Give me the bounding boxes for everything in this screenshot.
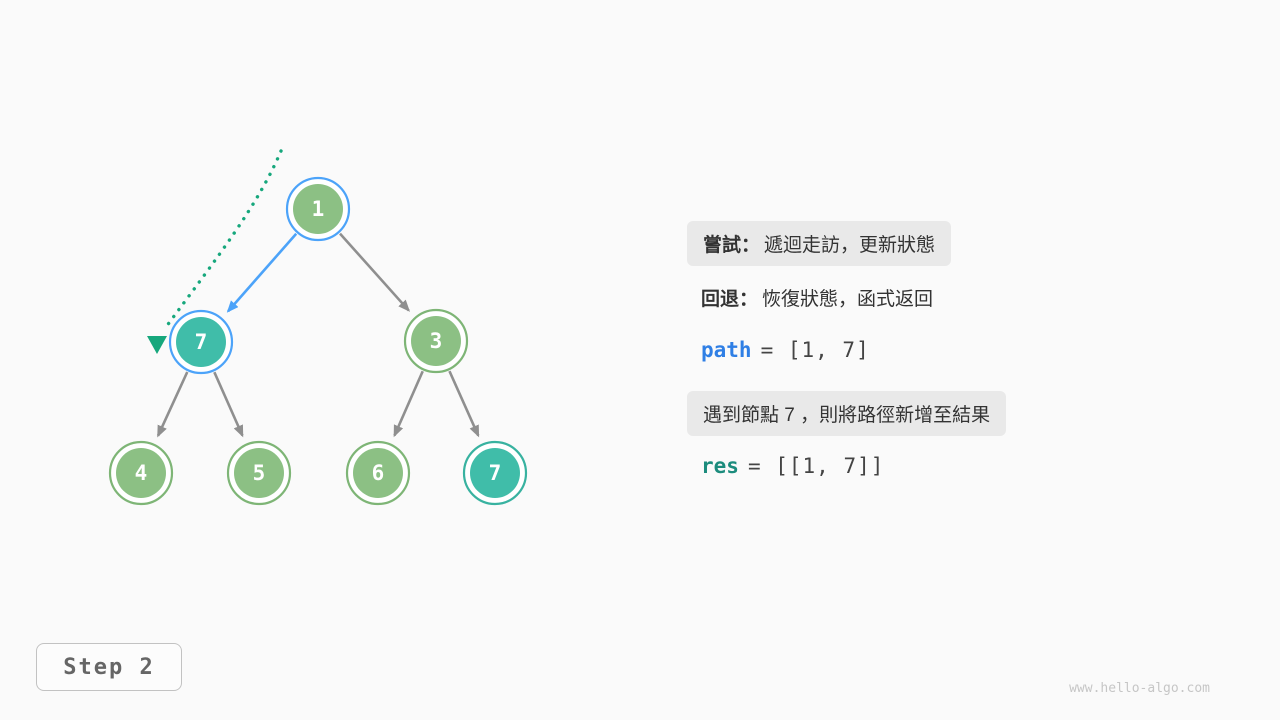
tree-node: 3 bbox=[403, 308, 469, 374]
note-box: 遇到節點 7 ，則將路徑新增至結果 bbox=[687, 391, 1007, 436]
tree-node-label: 7 bbox=[195, 330, 208, 354]
res-value: = [[1, 7]] bbox=[747, 454, 885, 478]
tree-node-label: 3 bbox=[430, 329, 443, 353]
watermark: www.hello-algo.com bbox=[1069, 681, 1210, 696]
tree-edge bbox=[393, 370, 424, 438]
tree-node: 7 bbox=[168, 309, 234, 375]
tree-edge bbox=[213, 371, 244, 438]
tree-node-label: 7 bbox=[489, 461, 502, 485]
trace-dotted-path bbox=[164, 149, 283, 329]
tree-edge bbox=[156, 371, 189, 438]
res-variable: res bbox=[701, 454, 739, 478]
tree-edge bbox=[339, 232, 411, 312]
path-variable: path bbox=[701, 338, 752, 362]
tree-node-label: 6 bbox=[372, 461, 385, 485]
res-line: res = [[1, 7]] bbox=[687, 454, 1127, 478]
back-text: 恢復狀態，函式返回 bbox=[762, 289, 934, 310]
path-line: path = [1, 7] bbox=[687, 338, 1127, 362]
tree-node: 4 bbox=[108, 440, 174, 506]
tree-node: 1 bbox=[285, 176, 351, 242]
back-line: 回退：恢復狀態，函式返回 bbox=[687, 284, 1127, 311]
back-label: 回退： bbox=[701, 289, 759, 310]
try-label: 嘗試： bbox=[703, 235, 761, 256]
trace-arrowhead-icon bbox=[147, 336, 167, 354]
tree-node: 5 bbox=[226, 440, 292, 506]
note-text: 遇到節點 7 ，則將路徑新增至結果 bbox=[703, 405, 991, 426]
info-panel: 嘗試：遞迴走訪，更新狀態 回退：恢復狀態，函式返回 path = [1, 7] 遇… bbox=[687, 221, 1127, 507]
tree-edge bbox=[226, 232, 298, 313]
tree-node-label: 5 bbox=[253, 461, 266, 485]
tree-node-label: 1 bbox=[312, 197, 325, 221]
try-text: 遞迴走訪，更新狀態 bbox=[764, 235, 936, 256]
tree-edge bbox=[448, 370, 480, 438]
path-value: = [1, 7] bbox=[760, 338, 870, 362]
tree-node: 7 bbox=[462, 440, 528, 506]
try-box: 嘗試：遞迴走訪，更新狀態 bbox=[687, 221, 952, 266]
tree-node-label: 4 bbox=[135, 461, 148, 485]
tree-node: 6 bbox=[345, 440, 411, 506]
step-badge: Step 2 bbox=[36, 643, 182, 691]
